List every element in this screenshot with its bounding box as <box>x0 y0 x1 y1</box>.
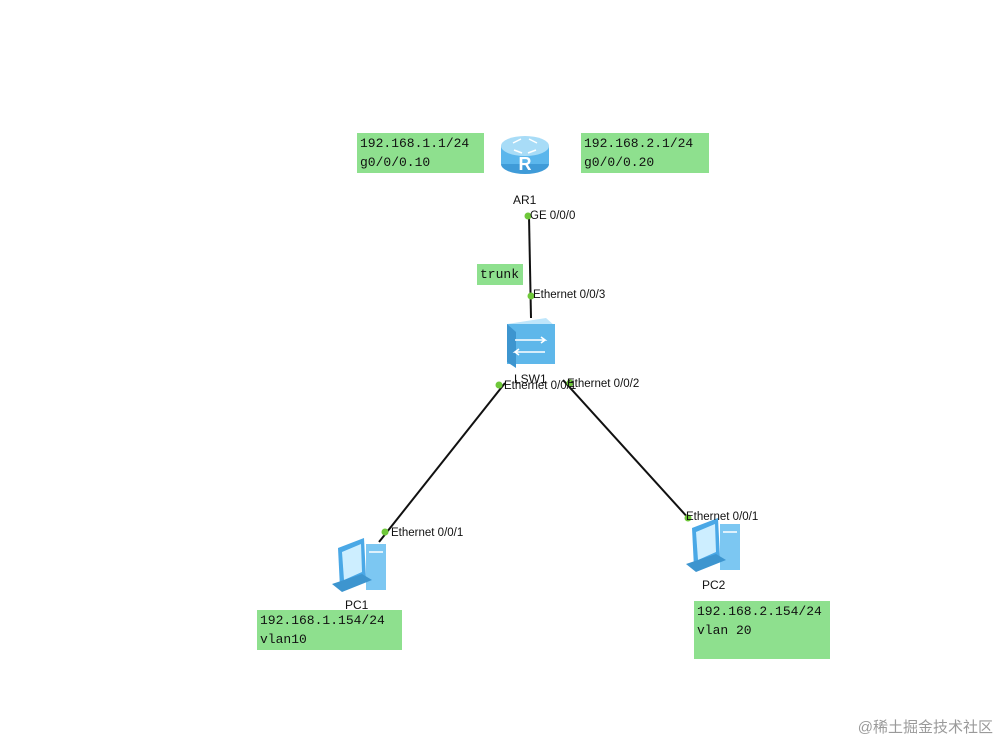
port-dot-lsw1-e2 <box>566 379 574 387</box>
link-lsw1-pc1[interactable] <box>378 382 506 543</box>
pc1-label: PC1 <box>345 598 369 612</box>
port-label-pc2-e1: Ethernet 0/0/1 <box>686 511 759 523</box>
note-pc2-vlan: vlan 20 <box>697 623 752 638</box>
switch-label: LSW1 <box>514 372 547 386</box>
port-dot-pc2-e1 <box>684 514 692 522</box>
port-label-lsw1-e3: Ethernet 0/0/3 <box>533 289 606 301</box>
router-icon[interactable]: R <box>501 136 549 174</box>
note-ar1-left-ip: 192.168.1.1/24 <box>360 136 470 151</box>
watermark: @稀土掘金技术社区 <box>857 719 993 736</box>
note-pc2-ip: 192.168.2.154/24 <box>697 604 822 619</box>
router-label: AR1 <box>513 193 537 207</box>
note-pc1: 192.168.1.154/24 vlan10 <box>257 610 402 650</box>
link-lsw1-pc2[interactable] <box>562 379 691 521</box>
pc1-icon[interactable] <box>332 538 386 592</box>
port-label-pc1-e1: Ethernet 0/0/1 <box>391 527 464 539</box>
link-ar1-lsw1[interactable] <box>528 215 532 319</box>
note-ar1-right: 192.168.2.1/24 g0/0/0.20 <box>581 133 709 173</box>
port-dot-ar1-ge <box>524 212 532 220</box>
pc2-icon[interactable] <box>686 518 740 572</box>
svg-text:R: R <box>519 154 532 174</box>
port-dot-lsw1-e3 <box>527 292 535 300</box>
pc2-label: PC2 <box>702 578 726 592</box>
note-trunk: trunk <box>477 264 523 285</box>
port-dot-pc1-e1 <box>381 528 389 536</box>
note-ar1-right-if: g0/0/0.20 <box>584 155 655 170</box>
note-pc2: 192.168.2.154/24 vlan 20 <box>694 601 830 659</box>
switch-icon[interactable] <box>507 318 555 368</box>
port-label-lsw1-e1: Ethernet 0/0/1 <box>504 380 577 392</box>
note-ar1-right-ip: 192.168.2.1/24 <box>584 136 694 151</box>
port-label-ar1-ge: GE 0/0/0 <box>530 210 576 222</box>
port-label-lsw1-e2: Ethernet 0/0/2 <box>567 378 640 390</box>
note-pc1-ip: 192.168.1.154/24 <box>260 613 385 628</box>
note-ar1-left: 192.168.1.1/24 g0/0/0.10 <box>357 133 484 173</box>
note-pc1-vlan: vlan10 <box>260 632 307 647</box>
note-ar1-left-if: g0/0/0.10 <box>360 155 431 170</box>
note-trunk-text: trunk <box>480 267 520 282</box>
port-dot-lsw1-e1 <box>495 381 503 389</box>
